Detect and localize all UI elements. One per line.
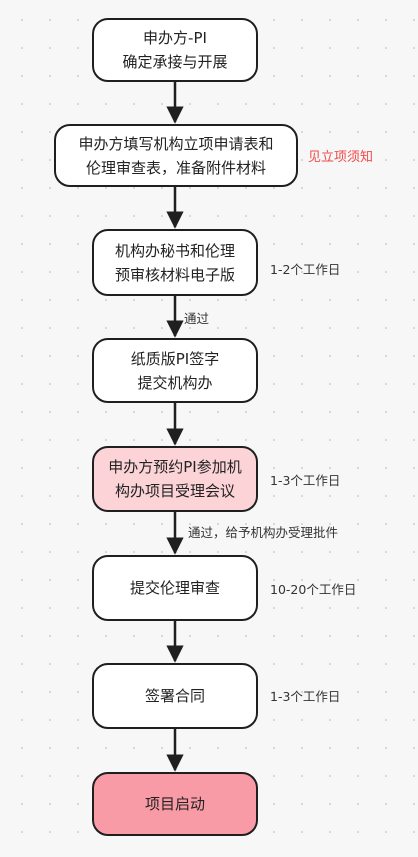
step-acceptance-meeting[interactable]: 申办方预约PI参加机 构办项目受理会议 <box>92 446 258 512</box>
step-fill-application-forms[interactable]: 申办方填写机构立项申请表和 伦理审查表，准备附件材料 <box>54 124 298 187</box>
node-text: 纸质版PI签字 <box>130 349 220 368</box>
duration-note: 1-3个工作日 <box>270 473 341 488</box>
duration-note: 1-2个工作日 <box>270 262 341 277</box>
node-text: 确定承接与开展 <box>122 53 228 71</box>
node-text: 构办项目受理会议 <box>114 482 235 500</box>
step-project-start[interactable]: 项目启动 <box>92 772 258 836</box>
node-text: 申办方填写机构立项申请表和 <box>78 134 274 153</box>
node-text: 提交机构办 <box>137 373 213 392</box>
step-submit-ethics-review[interactable]: 提交伦理审查 <box>92 555 258 621</box>
edge-label-pass-approval: 通过，给予机构办受理批件 <box>188 525 339 540</box>
note-see-setup-instructions: 见立项须知 <box>308 150 374 165</box>
node-text: 项目启动 <box>144 795 205 813</box>
step-sign-contract[interactable]: 签署合同 <box>92 663 258 729</box>
duration-note: 1-3个工作日 <box>270 689 341 704</box>
node-text: 提交伦理审查 <box>129 579 220 597</box>
step-paper-pi-signature[interactable]: 纸质版PI签字 提交机构办 <box>92 338 258 403</box>
duration-note: 10-20个工作日 <box>270 582 357 597</box>
node-text: 伦理审查表，准备附件材料 <box>85 158 266 177</box>
step-confirm-undertaking[interactable]: 申办方-PI 确定承接与开展 <box>92 18 258 82</box>
node-text: 申办方预约PI参加机 <box>108 458 242 476</box>
node-text: 预审核材料电子版 <box>114 265 235 284</box>
node-text: 机构办秘书和伦理 <box>114 241 235 260</box>
node-text: 申办方-PI <box>143 29 207 47</box>
edge-label-pass: 通过 <box>184 311 210 326</box>
node-text: 签署合同 <box>144 687 205 705</box>
step-pre-review-electronic[interactable]: 机构办秘书和伦理 预审核材料电子版 <box>92 229 258 296</box>
